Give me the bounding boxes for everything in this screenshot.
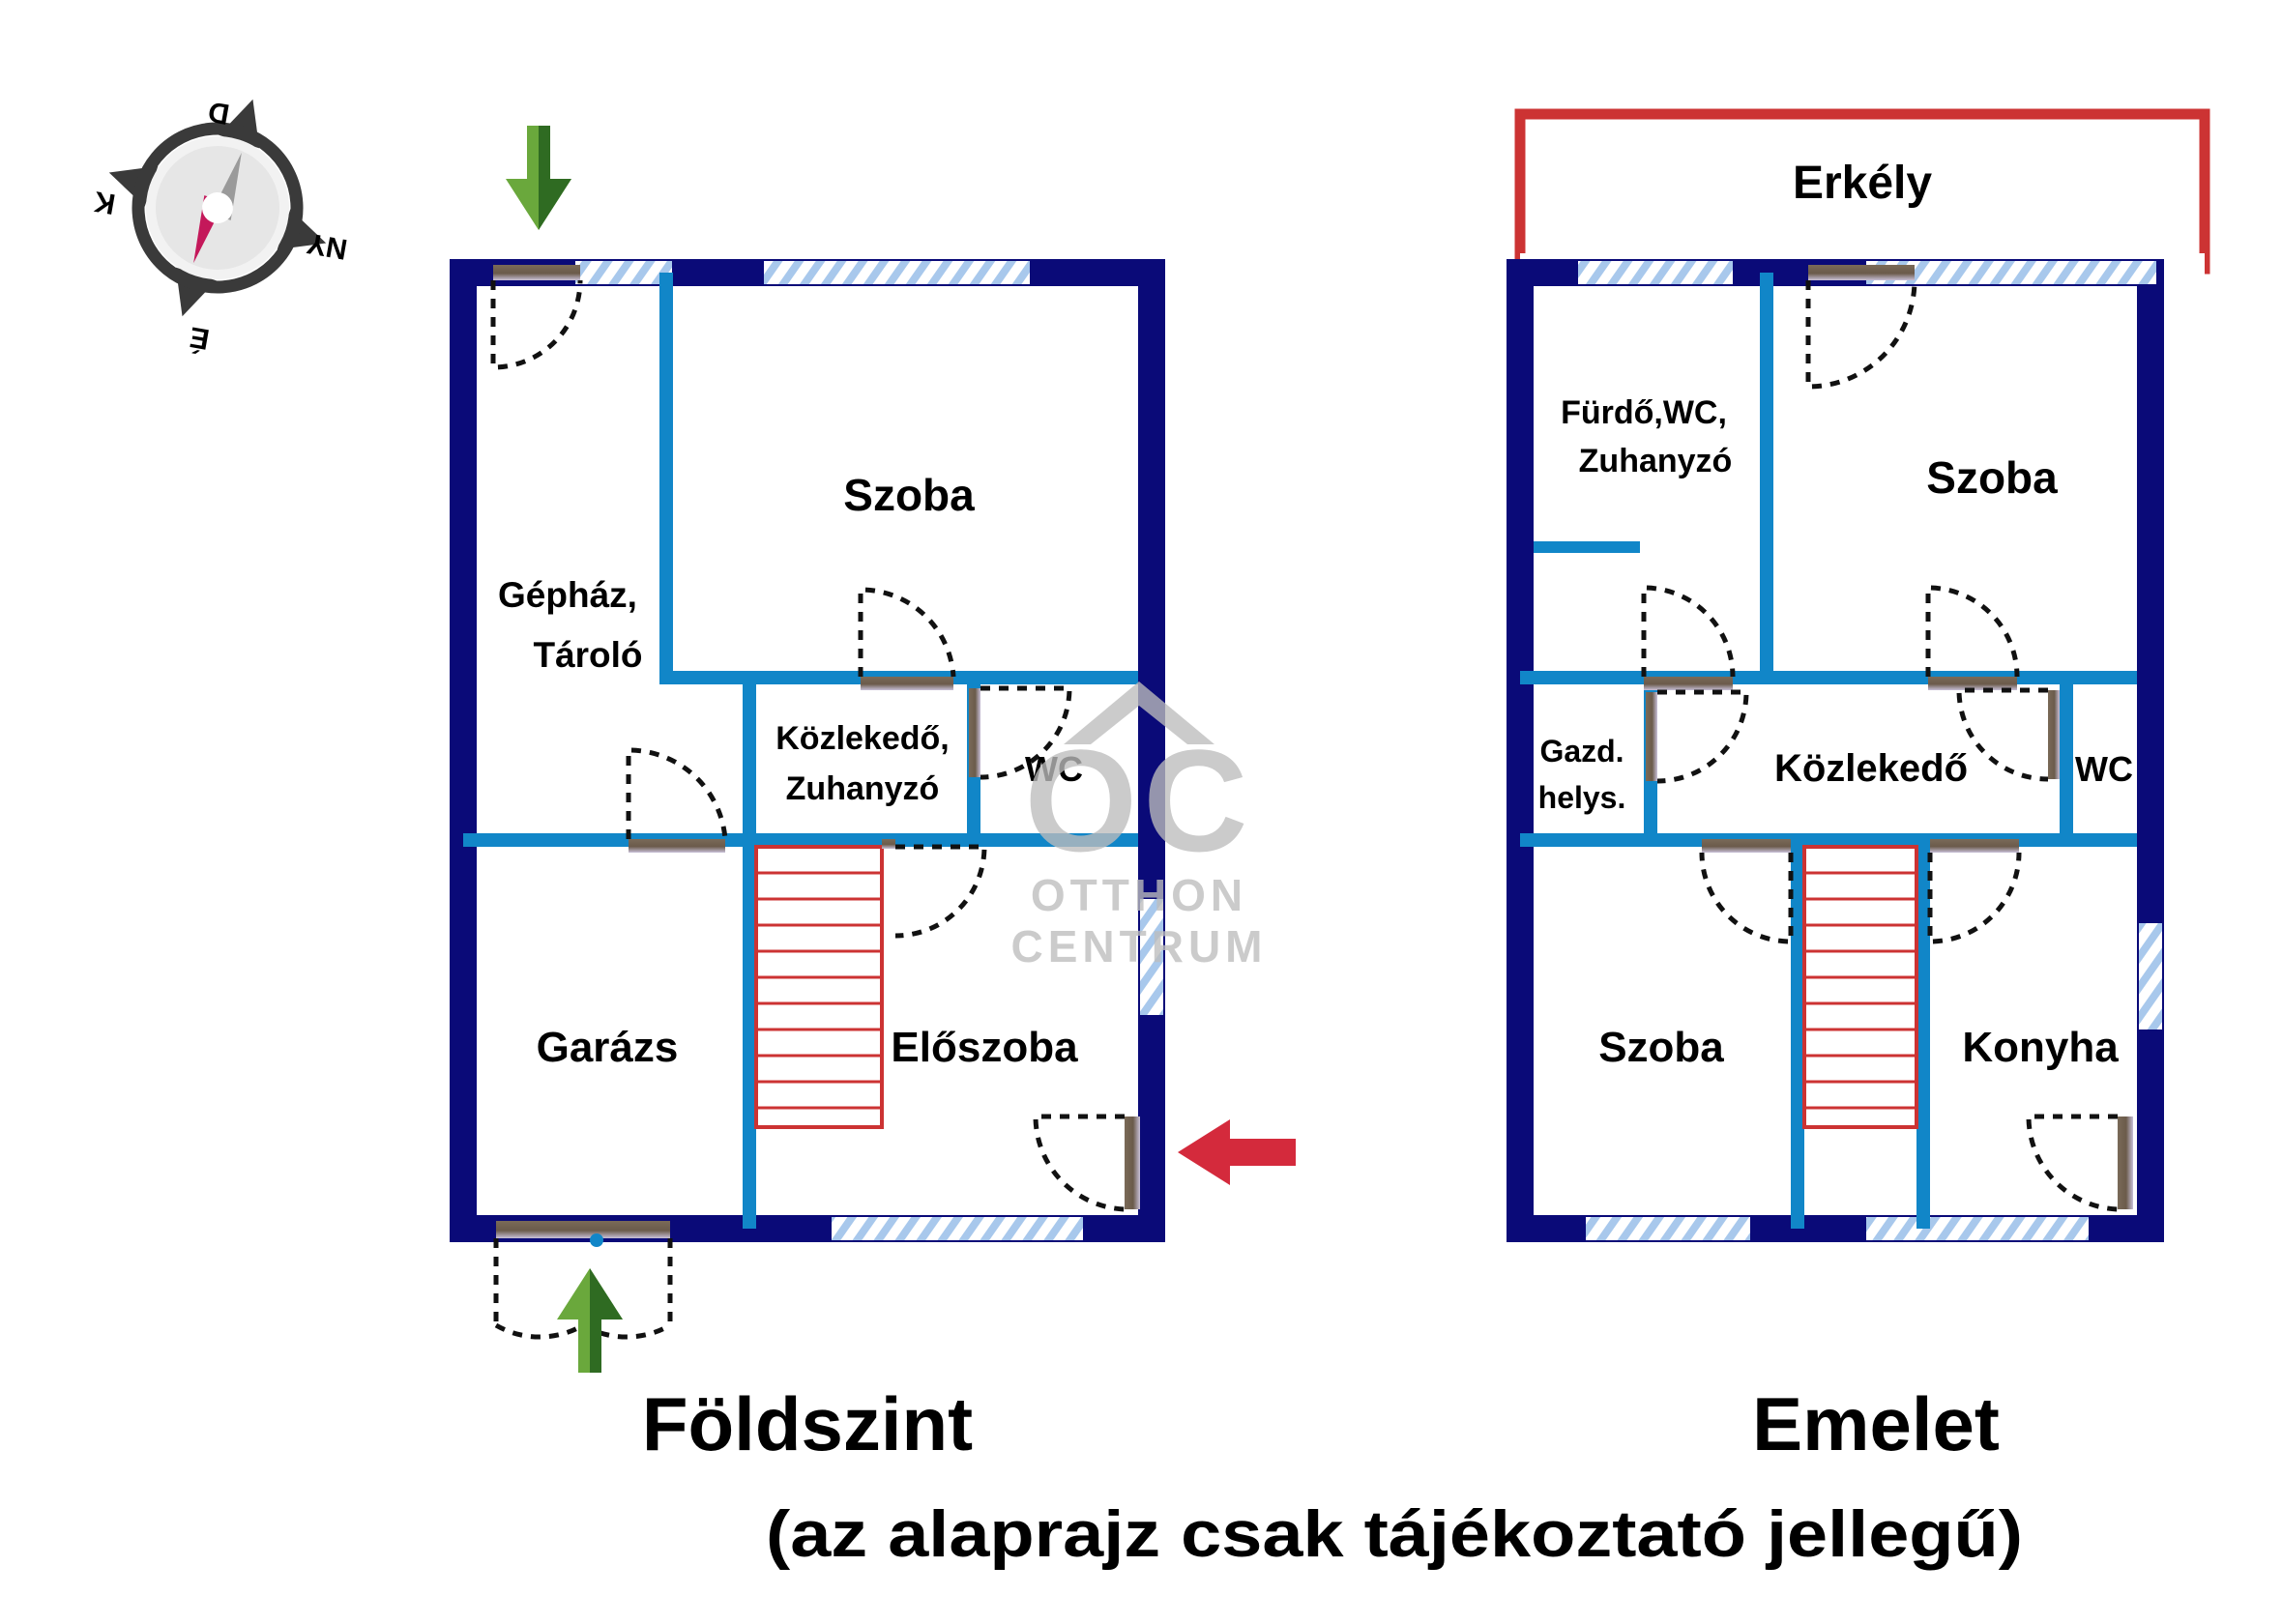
gf-entry-arrow-bottom	[557, 1268, 623, 1373]
watermark-otthon-centrum: OC OTTHON CENTRUM	[1011, 682, 1268, 972]
uf-room-label-gazd-l1: Gazd.	[1539, 734, 1624, 768]
gf-door-wc	[969, 685, 1072, 780]
uf-balcony: Erkély	[1514, 108, 2210, 275]
gf-door-szoba	[858, 587, 956, 690]
gf-door-main-entrance	[1033, 1114, 1140, 1212]
uf-partition-furdo	[1534, 541, 1640, 553]
upper-floor-title: Emelet	[1752, 1381, 2000, 1466]
uf-wall-int-h2	[1520, 833, 2137, 847]
gf-room-label-kozlekedo-l2: Zuhanyzó	[786, 770, 940, 807]
uf-wall-int-v3	[2060, 671, 2073, 839]
uf-room-label-konyha: Konyha	[1962, 1024, 2119, 1071]
compass-outer-ring	[132, 122, 304, 294]
gf-room-label-gephaz-l1: Gépház,	[498, 575, 637, 615]
uf-window-bottom-1	[1586, 1217, 1750, 1240]
gf-wall-int-v1	[659, 273, 673, 677]
gf-room-label-szoba: Szoba	[843, 470, 975, 520]
gf-wall-right	[1138, 259, 1165, 1242]
gf-room-label-wc: WC	[1025, 749, 1083, 789]
gf-room-label-gephaz-l2: Tároló	[533, 635, 642, 675]
uf-window-bottom-2	[1866, 1217, 2089, 1240]
uf-door-gazd	[1646, 689, 1749, 784]
uf-door-szoba-top	[1805, 265, 1917, 390]
gf-window-top-1	[575, 261, 672, 284]
uf-wall-int-v4	[1791, 833, 1804, 1229]
uf-door-konyha	[1927, 839, 2022, 944]
compass-label-ny: NY	[305, 226, 350, 265]
ground-floor-plan: Gépház, Tároló Szoba Közlekedő, Zuhanyzó…	[450, 259, 1165, 1340]
gf-wall-int-v2	[743, 671, 756, 839]
gf-wall-left	[450, 259, 477, 1242]
uf-room-label-wc: WC	[2075, 749, 2133, 789]
uf-window-right-1	[2139, 923, 2162, 1030]
uf-wall-left	[1507, 259, 1534, 1242]
gf-room-label-kozlekedo-l1: Közlekedő,	[775, 720, 949, 757]
gf-room-label-garazs: Garázs	[537, 1024, 679, 1071]
gf-window-bottom-1	[832, 1217, 1083, 1240]
uf-room-label-szoba-lower: Szoba	[1598, 1024, 1724, 1071]
ground-floor-title: Földszint	[642, 1381, 973, 1466]
uf-room-label-furdo-l2: Zuhanyzó	[1579, 443, 1733, 479]
gf-door-gephaz-top	[490, 265, 583, 370]
watermark-initials: OC	[1025, 719, 1254, 882]
gf-window-top-2	[764, 261, 1030, 284]
uf-wall-int-v1	[1760, 273, 1773, 677]
gf-door-gephaz-bottom	[626, 747, 728, 853]
uf-wall-int-v5	[1916, 833, 1930, 1229]
gf-wall-int-h2	[743, 833, 1138, 847]
uf-door-szoba-lower	[1699, 839, 1794, 944]
uf-stairs	[1802, 845, 1918, 1129]
uf-room-label-kozlekedo: Közlekedő	[1774, 747, 1968, 790]
gf-wall-int-v4	[743, 833, 756, 1229]
uf-door-szoba-corridor	[1925, 585, 2020, 690]
gf-stairs	[754, 845, 884, 1129]
uf-wall-right	[2137, 259, 2164, 1242]
compass-rose	[108, 99, 327, 317]
compass-hub	[202, 192, 233, 223]
gf-entry-arrow-side	[1178, 1119, 1296, 1185]
uf-door-konyha-bottom	[2026, 1114, 2133, 1212]
uf-door-furdo	[1641, 585, 1736, 690]
uf-room-label-erkely: Erkély	[1793, 158, 1932, 209]
uf-wall-int-h1	[1520, 671, 2137, 684]
gf-window-right-1	[1140, 899, 1163, 1015]
uf-room-label-furdo-l1: Fürdő,WC,	[1561, 394, 1727, 431]
gf-door-eloszoba-corridor	[882, 839, 987, 939]
disclaimer-text: (az alaprajz csak tájékoztató jellegű)	[766, 1497, 2023, 1571]
watermark-line2: CENTRUM	[1011, 921, 1268, 972]
uf-door-wc	[1956, 687, 2060, 782]
watermark-roof-icon	[1064, 682, 1214, 744]
upper-floor-plan: Erkély	[1507, 108, 2210, 1242]
gf-door-garage	[493, 1221, 673, 1340]
watermark-line1: OTTHON	[1031, 870, 1247, 920]
gf-room-label-eloszoba: Előszoba	[891, 1024, 1078, 1071]
uf-window-top-1	[1578, 261, 1733, 284]
uf-room-label-szoba-upper: Szoba	[1926, 452, 2058, 503]
uf-room-label-gazd-l2: helys.	[1538, 780, 1626, 815]
gf-entry-arrow-top	[506, 126, 571, 230]
